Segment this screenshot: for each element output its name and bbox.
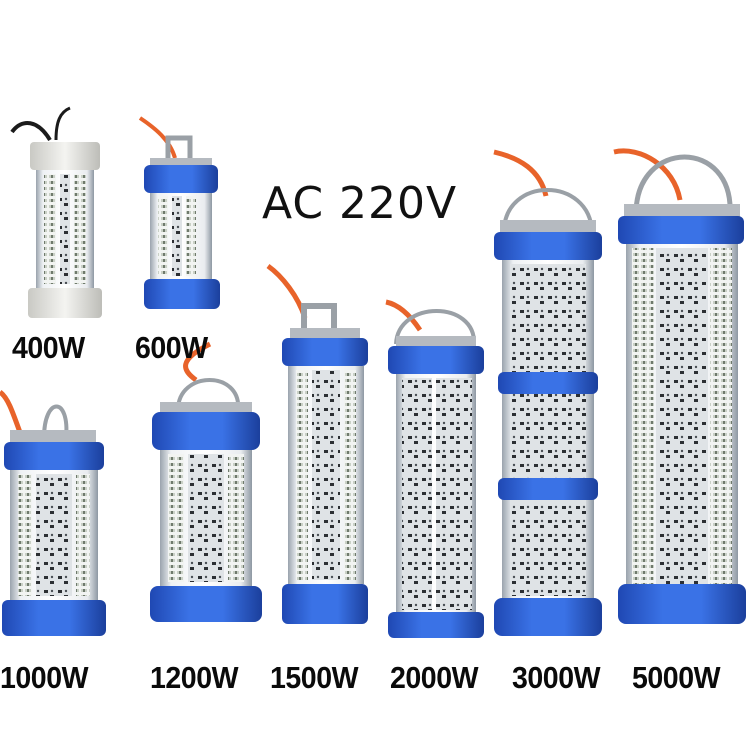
voltage-title: AC 220V [262, 178, 458, 229]
label-1500w: 1500W [270, 660, 359, 695]
label-3000w: 3000W [512, 660, 601, 695]
lamp-5000w [613, 148, 746, 624]
lamp-400w [10, 106, 102, 318]
label-400w: 400W [12, 330, 85, 365]
lamp-1500w [266, 263, 368, 624]
lamp-2000w [385, 299, 484, 638]
lamp-1200w [150, 341, 262, 622]
label-1000w: 1000W [0, 660, 89, 695]
label-600w: 600W [135, 330, 208, 365]
lamp-3000w [493, 149, 602, 636]
label-1200w: 1200W [150, 660, 239, 695]
lamp-1000w [0, 390, 106, 636]
lamp-600w [138, 116, 220, 309]
label-2000w: 2000W [390, 660, 479, 695]
label-5000w: 5000W [632, 660, 721, 695]
